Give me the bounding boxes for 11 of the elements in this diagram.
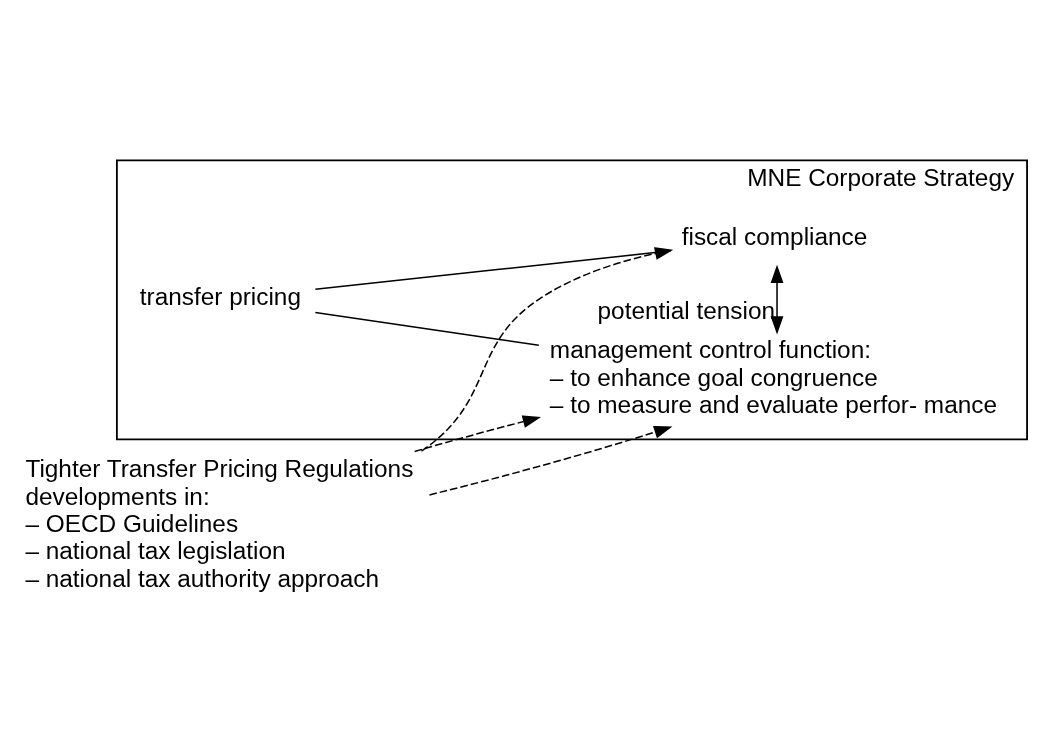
arrow (428, 425, 673, 496)
node-text: fiscal compliance (681, 222, 868, 250)
arrow (770, 264, 784, 334)
arrow (420, 246, 674, 452)
arrow (413, 414, 542, 452)
connector (314, 311, 540, 346)
node-text: transfer pricing (139, 282, 301, 310)
edge-label: potential tension (597, 296, 776, 324)
node-text: Tighter Transfer Pricing Regulations developments in: – OECD Guidelines – national tax legislation – national tax authority approach (25, 454, 414, 592)
connector (314, 249, 672, 290)
node-text: management control function: – to enhance goal congruence – to measure and evaluate perfor- mance (549, 335, 998, 418)
